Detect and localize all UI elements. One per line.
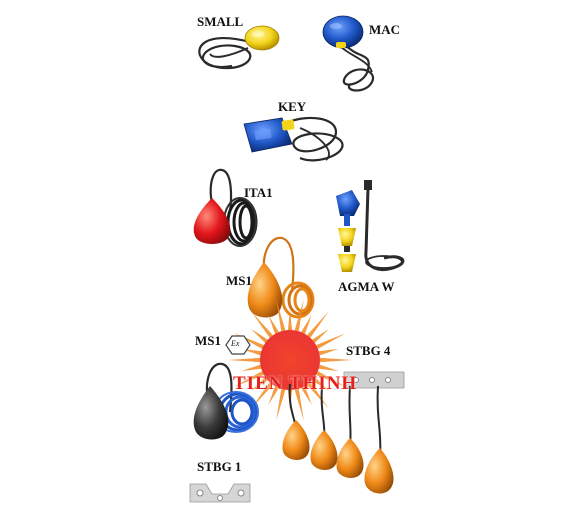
sun-ray (268, 386, 279, 406)
sun-ray (301, 386, 312, 406)
ms1-ex-float-switch (193, 362, 259, 440)
sun-ray (234, 371, 264, 387)
label-ita1: ITA1 (244, 185, 273, 200)
sun-ray (276, 388, 286, 421)
sun-ray (312, 377, 330, 392)
label-ms1-ex: MS1 (195, 333, 221, 348)
sun-disc (260, 330, 320, 390)
sun-ray (287, 310, 293, 331)
sun-ray (307, 382, 329, 409)
ex-mark-text: Ex (231, 339, 240, 348)
agma-w-float-switch (336, 180, 405, 272)
key-float-switch (243, 116, 344, 162)
label-key: KEY (278, 99, 307, 114)
sun-ray (294, 299, 304, 332)
stbg4-float-switch-set (282, 371, 405, 494)
label-mac: MAC (369, 22, 401, 37)
watermark-brand-text: TIEN THINH (233, 373, 358, 394)
sun-ray (316, 371, 346, 387)
sun-ray (316, 333, 346, 349)
ms1-orange-float-switch (247, 236, 315, 319)
sun-ray (268, 314, 279, 334)
tien-thinh-watermark-logo (228, 299, 352, 421)
label-stbg4: STBG 4 (346, 343, 391, 358)
sun-ray (307, 311, 329, 338)
sun-ray (294, 388, 304, 421)
small-float-switch (198, 25, 280, 70)
sun-ray (276, 299, 286, 332)
ex-certification-mark (225, 335, 251, 355)
sun-ray (251, 311, 273, 338)
sun-ray (250, 328, 268, 343)
sun-ray (319, 357, 352, 363)
sun-ray (250, 377, 268, 392)
sun-ray (301, 314, 312, 334)
label-stbg1: STBG 1 (197, 459, 242, 474)
ita1-float-switch (193, 168, 258, 247)
sun-ray (312, 328, 330, 343)
sun-ray (318, 364, 339, 372)
mac-float-switch (322, 15, 375, 92)
sun-ray (318, 348, 339, 356)
label-small: SMALL (197, 14, 244, 29)
label-agma-w: AGMA W (338, 279, 395, 294)
label-ms1-top: MS1 (226, 273, 252, 288)
sun-ray (251, 382, 273, 409)
stbg1-bracket (189, 483, 251, 503)
sun-ray (241, 364, 262, 372)
sun-ray (228, 357, 261, 363)
